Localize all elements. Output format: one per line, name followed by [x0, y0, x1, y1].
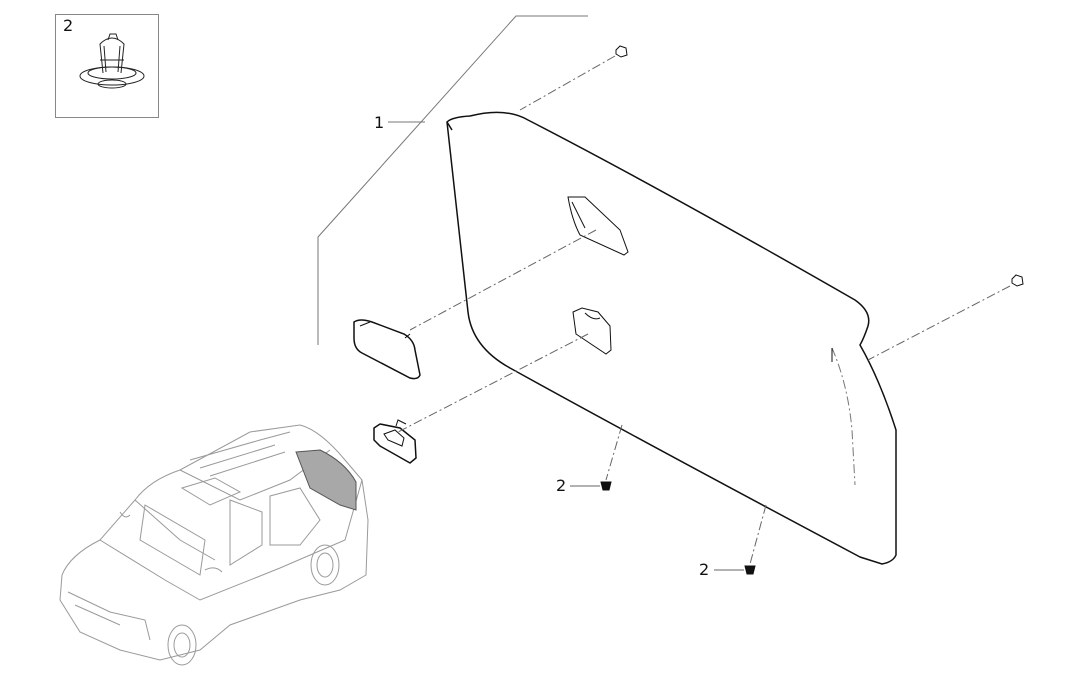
- handle-bracket: [373, 419, 417, 464]
- access-cover-plate: [353, 319, 421, 380]
- highlighted-liftgate-area: [295, 449, 357, 511]
- push-clip-fastener-icon: [79, 33, 145, 89]
- callout-2-leaders: [570, 485, 744, 571]
- upper-clip-right: [1011, 274, 1024, 287]
- lower-clip-left: [600, 481, 612, 491]
- suv-locator-icon: [59, 424, 369, 666]
- lower-clip-right: [744, 565, 756, 575]
- liftgate-trim-panel: [446, 111, 897, 565]
- clip-detail-inset: [55, 14, 159, 118]
- assembly-leaders: [397, 55, 1011, 565]
- upper-clip-left: [615, 45, 628, 58]
- inset-callout-label: 2: [63, 16, 74, 35]
- callout-clip-lower-right: 2: [699, 560, 710, 579]
- callout-trim-panel: 1: [374, 113, 385, 132]
- leader-line-1: [317, 15, 588, 345]
- callout-clip-lower-left: 2: [556, 476, 567, 495]
